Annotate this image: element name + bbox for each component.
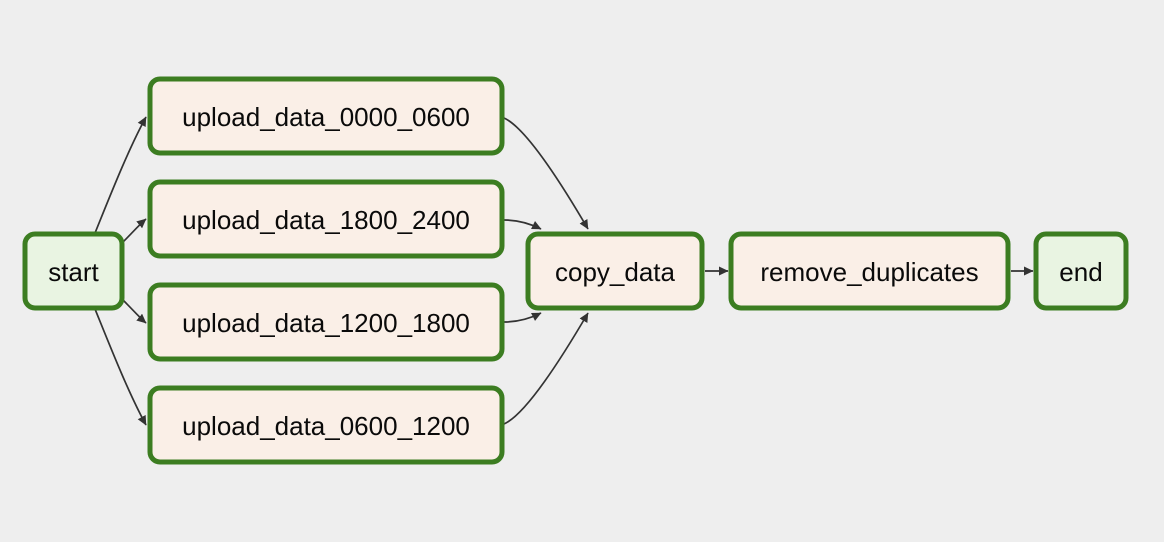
node-remove_duplicates[interactable]: remove_duplicates [728,231,1011,311]
node-box [728,231,1011,311]
node-label: upload_data_1800_2400 [182,205,470,235]
edge-upload_data_1200_1800-to-copy_data [503,312,542,323]
edge-start-to-upload_data_0000_0600 [94,116,147,234]
edges-layer [94,116,1034,426]
edge-start-to-upload_data_0600_1200 [94,308,147,426]
node-box [147,282,505,362]
node-label: copy_data [555,257,676,287]
node-box [22,231,125,311]
node-label: start [48,257,99,287]
node-start[interactable]: start [22,231,125,311]
node-upload_data_0600_1200[interactable]: upload_data_0600_1200 [147,385,505,465]
node-copy_data[interactable]: copy_data [525,231,705,311]
node-upload_data_1800_2400[interactable]: upload_data_1800_2400 [147,179,505,259]
node-label: end [1059,257,1102,287]
nodes-layer: start upload_data_0000_0600 upload_data_18… [22,76,1129,465]
node-box [147,385,505,465]
node-end[interactable]: end [1033,231,1129,311]
edge-upload_data_0000_0600-to-copy_data [503,117,589,230]
node-upload_data_1200_1800[interactable]: upload_data_1200_1800 [147,282,505,362]
edge-upload_data_0600_1200-to-copy_data [503,312,589,425]
edge-upload_data_1800_2400-to-copy_data [503,219,542,230]
node-upload_data_0000_0600[interactable]: upload_data_0000_0600 [147,76,505,156]
node-label: upload_data_0000_0600 [182,102,470,132]
edge-start-to-upload_data_1200_1800 [122,299,147,324]
node-label: remove_duplicates [760,257,978,287]
node-label: upload_data_1200_1800 [182,308,470,338]
node-box [147,76,505,156]
node-box [1033,231,1129,311]
edge-start-to-upload_data_1800_2400 [122,218,147,243]
node-label: upload_data_0600_1200 [182,411,470,441]
node-box [525,231,705,311]
node-box [147,179,505,259]
